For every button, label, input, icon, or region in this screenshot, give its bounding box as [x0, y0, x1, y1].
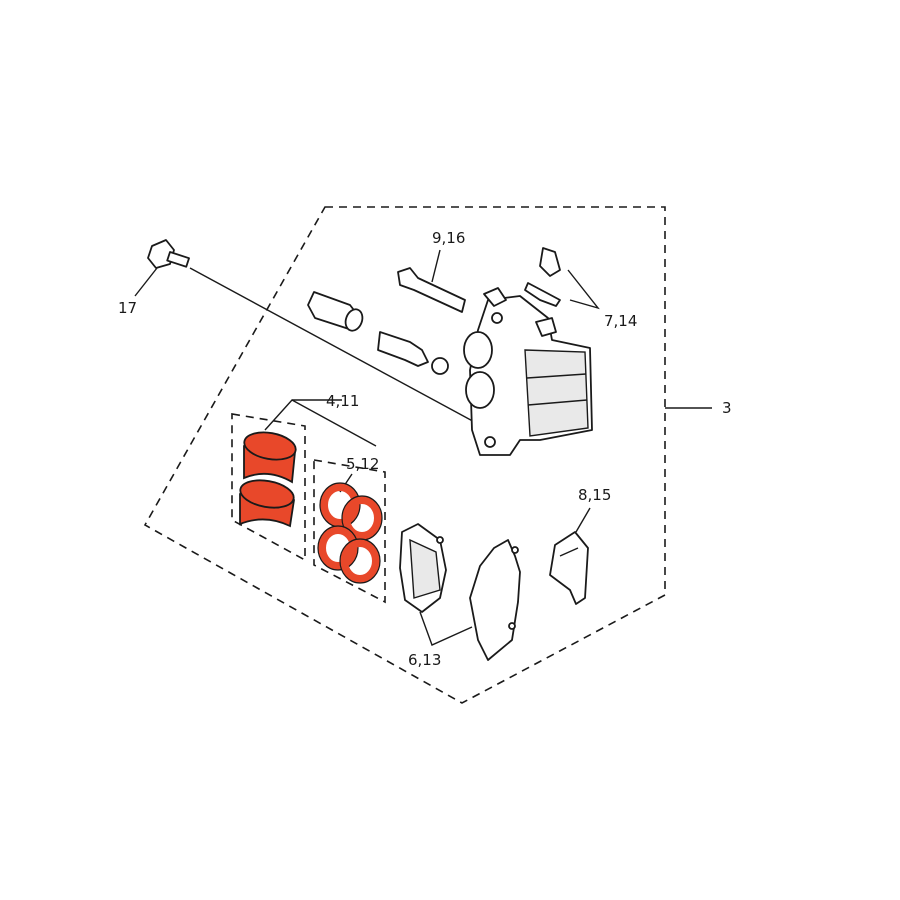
seal-ring-4 — [340, 539, 380, 583]
brake-pad-left — [399, 523, 447, 613]
leader-8-15 — [575, 507, 591, 533]
label-17: 17 — [118, 299, 137, 317]
piston-parts-highlighted — [239, 431, 297, 528]
leader-7-14 — [567, 269, 600, 310]
seal-ring-2 — [342, 496, 382, 540]
leader-17 — [134, 267, 158, 297]
leader-9-16 — [431, 249, 441, 283]
label-6-13: 6,13 — [408, 651, 441, 669]
label-3: 3 — [722, 399, 732, 417]
leader-6-13 — [419, 611, 473, 646]
label-7-14: 7,14 — [604, 312, 637, 330]
slide-pin-part — [307, 291, 364, 332]
bleed-valve-part — [524, 247, 561, 307]
label-5-12: 5,12 — [346, 455, 379, 473]
label-8-15: 8,15 — [578, 486, 611, 504]
guide-pin-part — [377, 331, 449, 375]
bolt-part — [147, 239, 481, 426]
label-9-16: 9,16 — [432, 229, 465, 247]
seal-group-boundary — [313, 459, 386, 604]
pad-spring-part — [549, 531, 589, 605]
label-4-11: 4,11 — [326, 392, 359, 410]
caliper-body-part — [463, 287, 593, 456]
brake-pad-right — [469, 539, 521, 661]
long-bolt-part — [397, 267, 466, 313]
piston-group-boundary — [231, 413, 306, 562]
seal-parts-highlighted — [317, 482, 383, 584]
assembly-boundary — [143, 206, 666, 704]
